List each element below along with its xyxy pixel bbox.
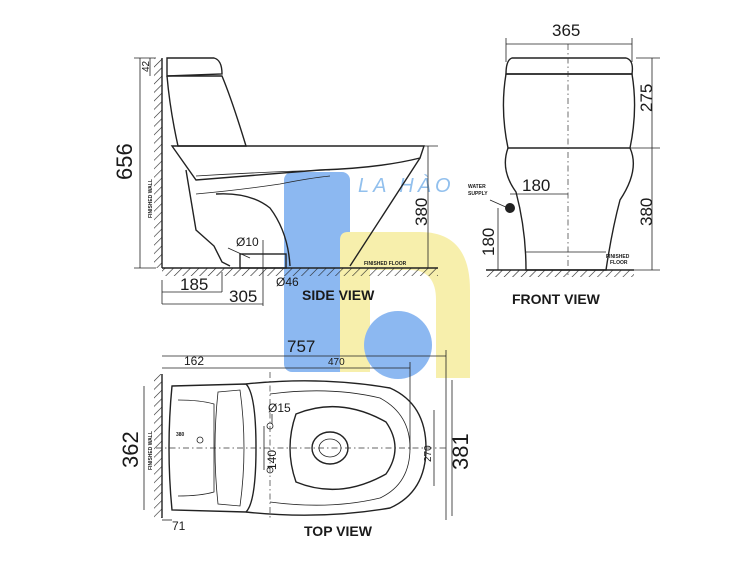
- top-view-title: TOP VIEW: [304, 523, 373, 539]
- top-bowl-inner: [289, 405, 396, 491]
- front-supply-point: [505, 203, 515, 213]
- watermark-blue-dot: [364, 311, 432, 379]
- top-bolt-hole-2: [266, 466, 274, 474]
- top-drain: [311, 431, 349, 465]
- front-view-title: FRONT VIEW: [512, 291, 601, 307]
- watermark-text: LA HÀO: [358, 174, 455, 197]
- side-view-title: SIDE VIEW: [302, 287, 375, 303]
- side-outlet-distance: 305: [229, 287, 257, 306]
- top-wall-label: FINISHED WALL: [148, 431, 154, 470]
- top-supply-hole: [196, 436, 204, 444]
- side-view: 656 42 380 FINISHED WALL FINISHED FLOOR …: [112, 57, 438, 306]
- front-base: [504, 147, 634, 271]
- front-supply-leader: [489, 199, 509, 209]
- side-tank: [166, 75, 247, 147]
- front-supply-offset: 180: [522, 176, 550, 195]
- front-floor-hatch: [486, 270, 634, 277]
- top-wall-offset: 71: [172, 519, 186, 533]
- top-length: 757: [287, 337, 315, 356]
- side-total-height: 656: [112, 143, 137, 180]
- front-tank-lid: [505, 57, 634, 75]
- top-tank-width: 362: [118, 431, 143, 468]
- side-wall-distance: 185: [180, 275, 208, 294]
- top-small-label: 380: [176, 432, 185, 438]
- front-tank-height: 275: [637, 84, 656, 112]
- side-lid-height: 42: [141, 60, 152, 72]
- top-view: 757 162 470 362 381 270 140 Ø15 71 380 F…: [118, 337, 473, 539]
- top-tank-button: [214, 389, 245, 507]
- front-tank: [502, 73, 636, 149]
- front-view: WATER SUPPLY 365 275 380 180 180 FINISHE…: [468, 21, 660, 307]
- top-hole-diameter: Ø15: [268, 401, 291, 415]
- side-outlet-pipe: Ø46: [276, 275, 299, 289]
- front-floor-label-2: FLOOR: [610, 260, 628, 266]
- front-width: 365: [552, 21, 580, 40]
- top-tank: [168, 383, 257, 513]
- front-floor-label-1: FINISHED: [606, 254, 630, 260]
- side-small-pipe: Ø10: [236, 235, 259, 249]
- top-bolt-hole-1: [266, 422, 274, 430]
- side-seat-line: [195, 169, 331, 177]
- front-supply-label-1: WATER: [468, 184, 486, 190]
- top-total-width: 381: [448, 433, 473, 470]
- side-tank-lid: [166, 57, 223, 77]
- side-floor-hatch: [162, 268, 438, 276]
- front-supply-label-2: SUPPLY: [468, 191, 488, 197]
- top-bowl-length: 470: [328, 357, 345, 368]
- top-bowl-width: 270: [423, 445, 434, 462]
- front-base-height: 380: [637, 198, 656, 226]
- top-wall-hatch: [154, 374, 162, 518]
- side-small-pipe-leader: [227, 247, 251, 259]
- top-wall-to-tank: 162: [184, 354, 204, 368]
- top-hole-spacing: 140: [265, 450, 279, 470]
- side-bowl-body: [185, 157, 421, 267]
- side-wall-hatch: [154, 58, 162, 268]
- side-trapway-line: [195, 175, 331, 195]
- front-supply-height: 180: [479, 228, 498, 256]
- side-wall-label: FINISHED WALL: [148, 179, 154, 218]
- side-floor-label: FINISHED FLOOR: [364, 261, 407, 267]
- side-rough-in-height: 380: [412, 198, 431, 226]
